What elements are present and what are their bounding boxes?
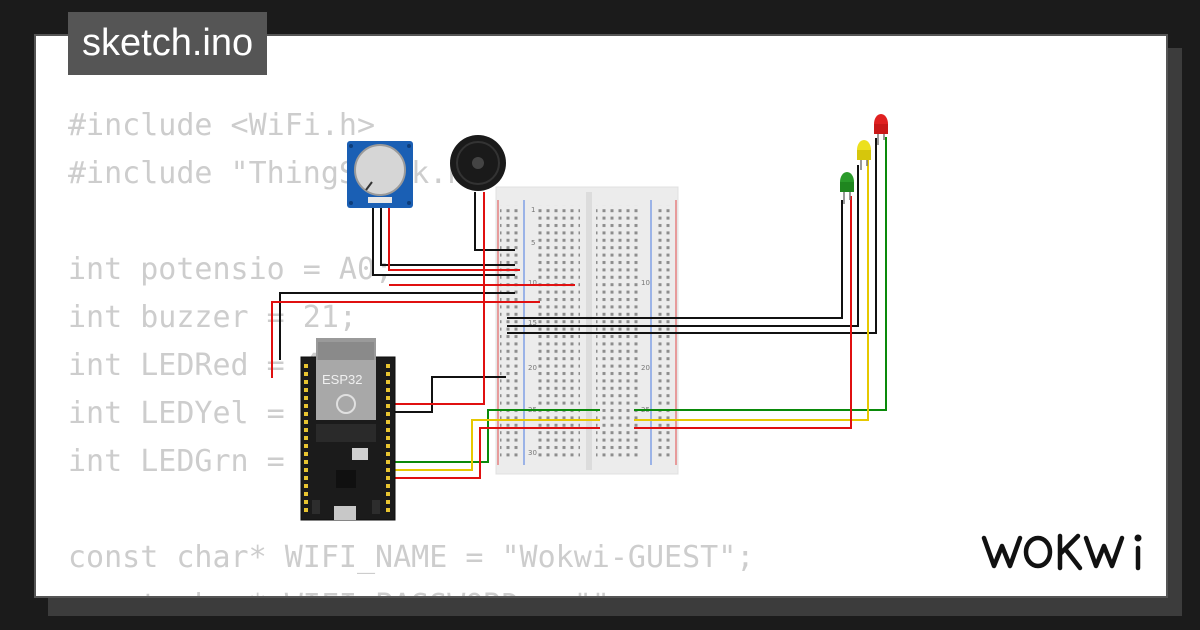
wire-red — [388, 255, 485, 405]
wire-black — [372, 200, 515, 276]
buzzer-icon[interactable] — [450, 135, 506, 191]
wire-yellow — [388, 419, 600, 471]
code-line: int buzzer = 21; — [68, 300, 357, 335]
code-line: #include <WiFi.h> — [68, 108, 376, 143]
wire-red — [634, 196, 852, 429]
wire-red — [388, 427, 600, 479]
breadboard-row-label: 20 — [641, 364, 650, 372]
breadboard-row-label: 5 — [531, 239, 535, 247]
wire-black — [507, 138, 877, 334]
espressif-logo-icon — [336, 394, 356, 414]
wire-red — [388, 200, 520, 271]
wire-red — [271, 301, 540, 378]
code-line: const char* WIFI_PASSWORD = ""; — [68, 582, 754, 596]
wire-green — [634, 137, 887, 411]
wire-black — [474, 192, 515, 251]
wire-green — [388, 409, 600, 463]
wire-black — [279, 292, 515, 360]
code-line: const char* WIFI_NAME = "Wokwi-GUEST"; — [68, 540, 755, 575]
led-yellow-icon[interactable] — [857, 140, 871, 170]
wire-black — [388, 376, 506, 413]
breadboard-row-label: 10 — [528, 279, 537, 287]
breadboard-row-label: 30 — [528, 449, 537, 457]
file-tab[interactable]: sketch.ino — [68, 12, 268, 75]
wire-black — [507, 165, 859, 327]
led-red-icon[interactable] — [874, 114, 888, 145]
potentiometer-icon[interactable] — [347, 141, 413, 208]
breadboard: 1 5 10 15 20 25 30 10 20 25 — [495, 186, 679, 475]
wires — [271, 137, 887, 479]
wire-yellow — [634, 160, 869, 421]
breadboard-row-label: 15 — [528, 319, 537, 327]
wire-black — [507, 200, 843, 319]
wokwi-logo — [981, 533, 1142, 571]
breadboard-row-label: 10 — [641, 279, 650, 287]
breadboard-row-label: 20 — [528, 364, 537, 372]
esp32-board[interactable]: ESP32 — [300, 338, 396, 521]
breadboard-row-label: 1 — [531, 206, 535, 214]
led-green-icon[interactable] — [840, 172, 854, 204]
esp32-label: ESP32 — [322, 372, 362, 387]
code-line: int potensio = A0; — [68, 252, 394, 287]
wire-black — [380, 200, 515, 266]
